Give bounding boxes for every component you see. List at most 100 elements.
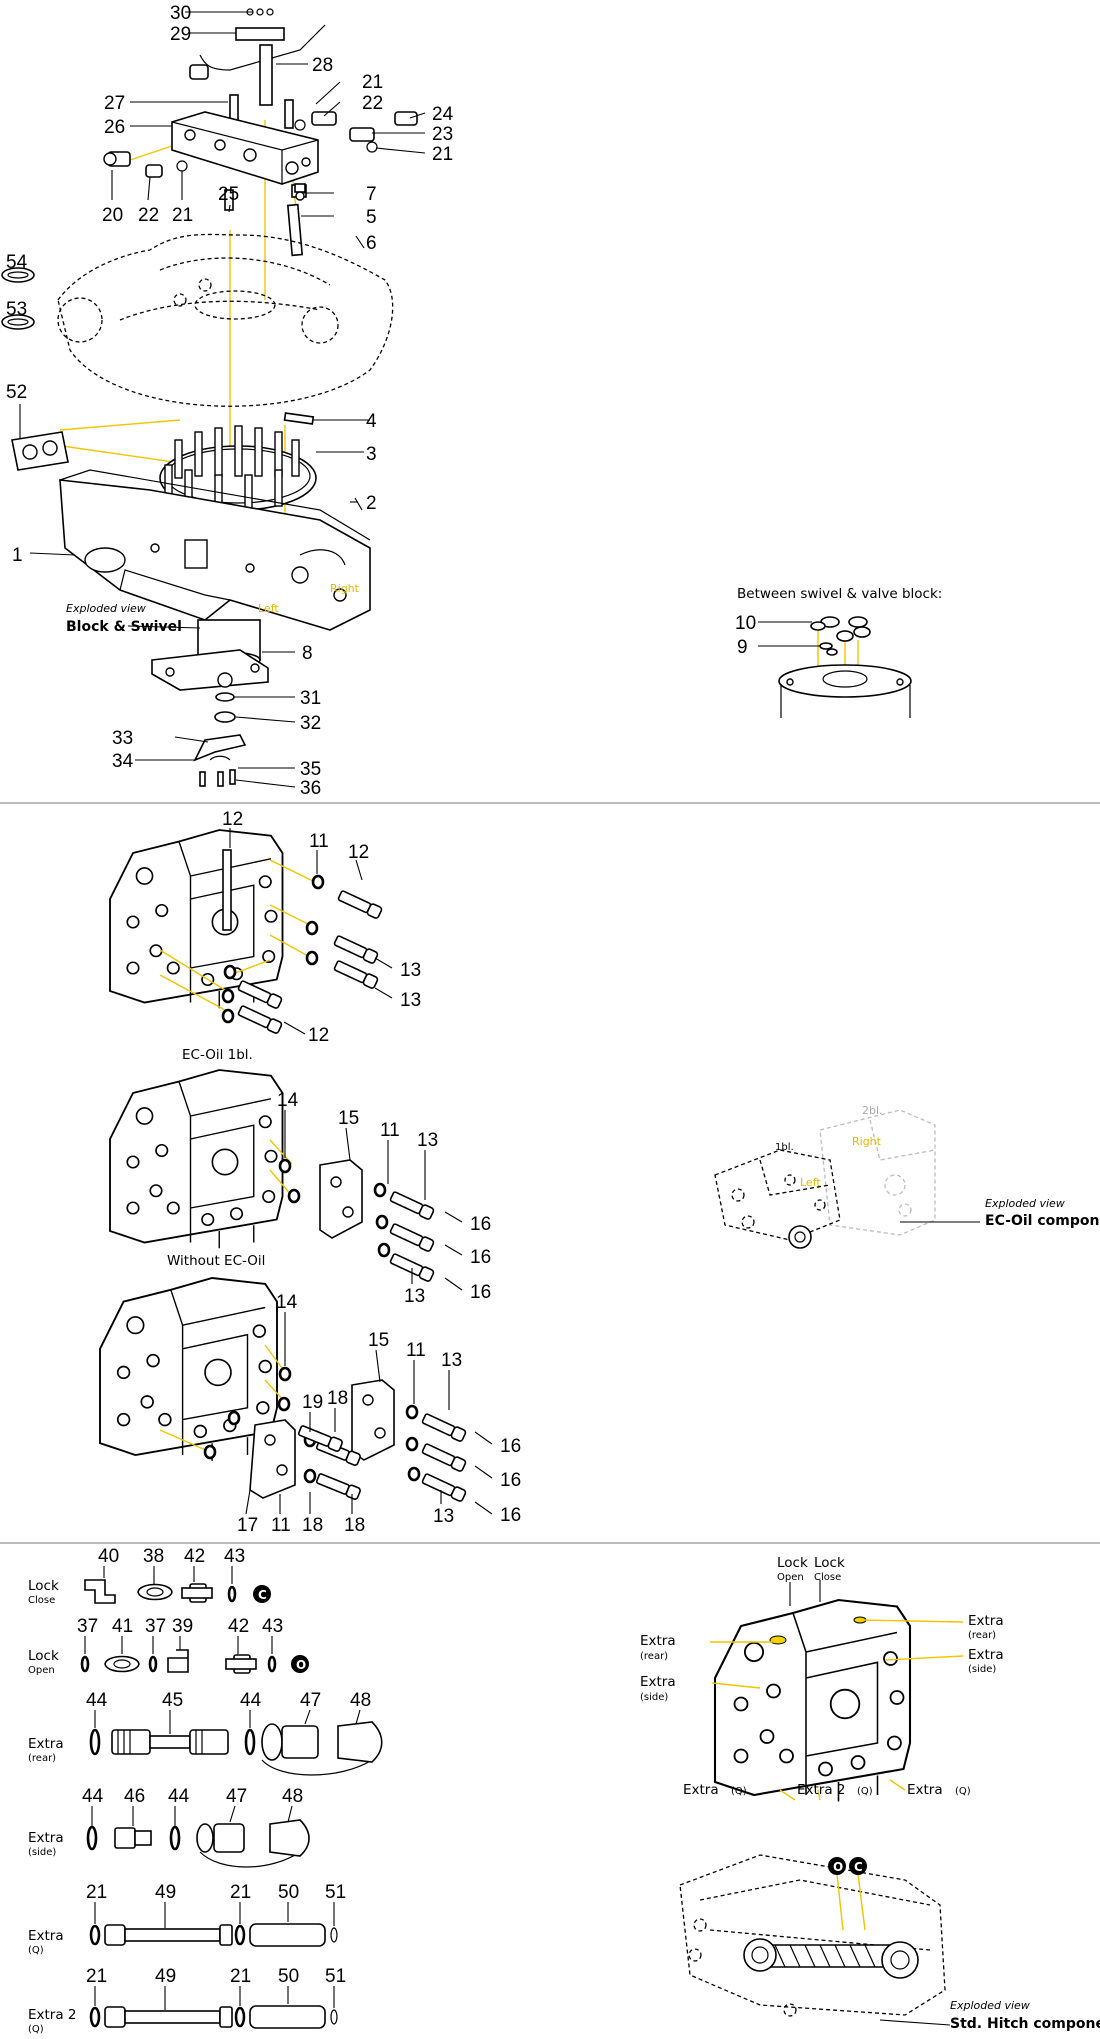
part-50b: 50: [278, 1966, 299, 1987]
callout-7: 7: [366, 184, 377, 205]
row-sub: (side): [28, 1847, 56, 1858]
swivel-detail: Between swivel & valve block: 10 9: [735, 586, 942, 718]
block-swivel-assembly: 30 29 28 27 26 21 22 24 23 21 7 5 6 25 2…: [1, 3, 454, 799]
callout-26: 26: [104, 117, 125, 138]
part-43: 43: [224, 1546, 245, 1567]
callout-16f: 16: [500, 1505, 521, 1526]
hitch-badge-o: [828, 1857, 846, 1875]
callout-16e: 16: [500, 1470, 521, 1491]
callout-22b: 22: [138, 205, 159, 226]
callout-30: 30: [170, 3, 191, 24]
callout-14a: 14: [277, 1090, 299, 1111]
part-48: 48: [350, 1690, 371, 1711]
part-42b: 42: [228, 1616, 249, 1637]
lock-open-sub: Open: [777, 1572, 804, 1583]
row-extra-side: Extra (side) 44 46 44 47 48: [28, 1786, 310, 1868]
callout-14b: 14: [276, 1292, 298, 1313]
part-40: 40: [98, 1546, 119, 1567]
extra2-q-sub: (Q): [857, 1786, 873, 1797]
extra-rear-right-label: Extra: [968, 1613, 1004, 1629]
extra-q-sub: (Q): [731, 1786, 747, 1797]
callout-29: 29: [170, 24, 191, 45]
callout-21b: 21: [432, 144, 453, 165]
row-extra-q: Extra (Q) 21 49 21 50 51: [28, 1882, 346, 1956]
part-46: 46: [124, 1786, 145, 1807]
part-37: 37: [77, 1616, 98, 1637]
hitch-exploded-view-label: Exploded view: [950, 1999, 1030, 2012]
part-50: 50: [278, 1882, 299, 1903]
part-44b: 44: [240, 1690, 262, 1711]
row-label: Extra 2: [28, 2007, 77, 2023]
row-label: Lock: [28, 1648, 59, 1664]
callout-21c: 21: [172, 205, 193, 226]
row-label: Extra: [28, 1928, 64, 1944]
extra-rear-left-sub: (rear): [640, 1651, 668, 1662]
hitch-badge-c-text: C: [854, 1860, 863, 1874]
row-lock-close: Lock Close 40 38 42 43 C: [28, 1546, 271, 1606]
row-lock-open: Lock Open 37 41 37 39 42 43 O: [28, 1616, 309, 1676]
part-42: 42: [184, 1546, 205, 1567]
row-sub: Close: [28, 1595, 55, 1606]
part-38: 38: [143, 1546, 164, 1567]
std-hitch-overview: O C Exploded view Std. Hitch components: [679, 1854, 1100, 2032]
extra-q-label: Extra: [683, 1782, 719, 1798]
callout-34: 34: [112, 751, 134, 772]
part-37b: 37: [145, 1616, 166, 1637]
callout-36: 36: [300, 778, 321, 799]
row-sub: (rear): [28, 1753, 56, 1764]
callout-32: 32: [300, 713, 321, 734]
row-sub: (Q): [28, 1945, 44, 1956]
ec-left-tag: Left: [800, 1176, 821, 1189]
callout-11d: 11: [271, 1515, 291, 1536]
extra2-q-label: Extra 2: [797, 1782, 846, 1798]
callout-54: 54: [6, 252, 28, 273]
part-49: 49: [155, 1882, 176, 1903]
part-21d: 21: [230, 1966, 251, 1987]
callout-4: 4: [366, 411, 377, 432]
tag-1bl: 1bl.: [775, 1142, 794, 1153]
part-41: 41: [112, 1616, 133, 1637]
extra-q2-label: Extra: [907, 1782, 943, 1798]
callout-13e: 13: [441, 1350, 462, 1371]
callout-15a: 15: [338, 1108, 359, 1129]
callout-1: 1: [12, 545, 23, 566]
callout-19: 19: [302, 1392, 323, 1413]
tag-2bl: 2bl.: [862, 1104, 883, 1117]
left-tag: Left: [258, 602, 279, 615]
std-hitch-label: Std. Hitch components: [950, 2016, 1100, 2032]
callout-16b: 16: [470, 1247, 491, 1268]
part-21: 21: [86, 1882, 107, 1903]
callout-22: 22: [362, 93, 383, 114]
callout-23: 23: [432, 124, 453, 145]
between-title: Between swivel & valve block:: [737, 586, 942, 602]
callout-13d: 13: [404, 1286, 425, 1307]
callout-33: 33: [112, 728, 133, 749]
row-extra2-q: Extra 2 (Q) 21 49 21 50 51: [28, 1966, 346, 2035]
callout-52: 52: [6, 382, 27, 403]
callout-12b: 12: [348, 842, 369, 863]
callout-3: 3: [366, 444, 377, 465]
valve-block-without-ec-oil: Without EC-Oil 14 15 11: [99, 1253, 521, 1536]
callout-18c: 18: [344, 1515, 365, 1536]
extra-rear-right-sub: (rear): [968, 1630, 996, 1641]
callout-31: 31: [300, 688, 321, 709]
extra-side-left-sub: (side): [640, 1692, 668, 1703]
callout-24: 24: [432, 104, 454, 125]
badge-c: [253, 1585, 271, 1603]
callout-11b: 11: [380, 1120, 400, 1141]
part-21b: 21: [230, 1882, 251, 1903]
callout-21: 21: [362, 72, 383, 93]
callout-16a: 16: [470, 1214, 491, 1235]
extra-side-right-label: Extra: [968, 1647, 1004, 1663]
part-44: 44: [86, 1690, 108, 1711]
callout-10: 10: [735, 613, 756, 634]
lock-close-label: Lock: [814, 1555, 845, 1571]
lock-close-sub: Close: [814, 1572, 841, 1583]
hitch-badge-o-text: O: [833, 1860, 843, 1874]
block-swivel-label: Block & Swivel: [66, 619, 182, 635]
callout-9: 9: [737, 637, 748, 658]
callout-5: 5: [366, 207, 377, 228]
part-43b: 43: [262, 1616, 283, 1637]
extra-side-right-sub: (side): [968, 1664, 996, 1675]
